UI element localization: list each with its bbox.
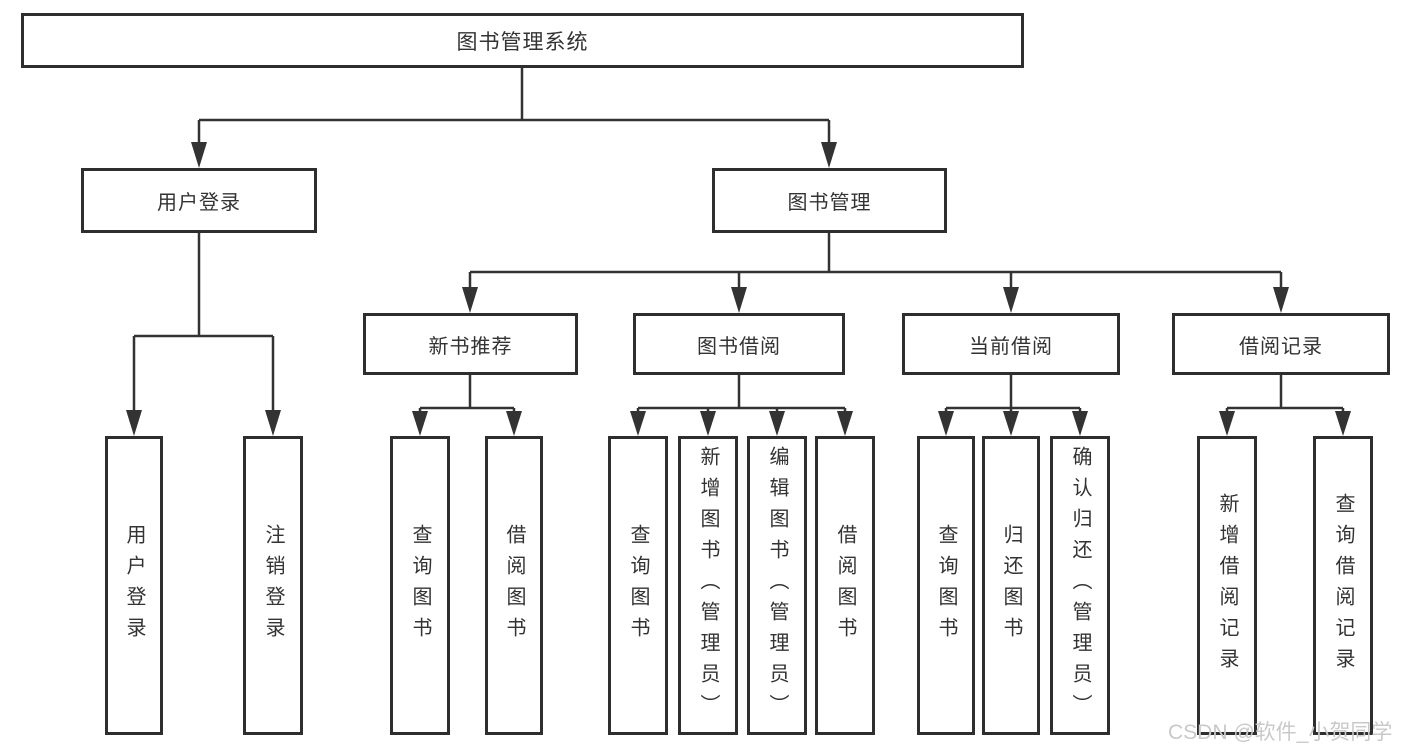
- connector-current-borrowing-branch: [938, 375, 1088, 436]
- node-new-book-recommend: 新书推荐: [363, 313, 578, 375]
- leaf-add-books-admin: 新增图书（管理员）: [678, 436, 738, 735]
- node-label: 编辑图书（管理员）: [766, 446, 788, 725]
- leaf-return-books: 归还图书: [982, 436, 1040, 735]
- node-label: 新增借阅记录: [1216, 492, 1238, 679]
- node-label: 查询图书: [409, 523, 431, 648]
- node-book-management: 图书管理: [712, 168, 947, 233]
- node-label: 新书推荐: [428, 335, 513, 358]
- node-book-borrowing: 图书借阅: [633, 313, 845, 375]
- leaf-confirm-return-admin: 确认归还（管理员）: [1050, 436, 1110, 735]
- connector-user-login-branch: [126, 232, 281, 436]
- leaf-borrow-books-borrowing: 借阅图书: [815, 436, 875, 735]
- node-label: 确认归还（管理员）: [1069, 446, 1091, 725]
- node-label: 借阅记录: [1239, 335, 1323, 358]
- node-user-login: 用户登录: [81, 168, 317, 233]
- leaf-borrow-books-recommend: 借阅图书: [485, 436, 543, 735]
- node-label: 注销登录: [262, 523, 284, 648]
- node-label: 查询借阅记录: [1332, 492, 1354, 679]
- node-borrow-records: 借阅记录: [1172, 313, 1390, 375]
- node-label: 图书借阅: [697, 335, 781, 358]
- leaf-edit-books-admin: 编辑图书（管理员）: [747, 436, 807, 735]
- leaf-user-login: 用户登录: [105, 436, 163, 735]
- leaf-query-books-recommend: 查询图书: [390, 436, 450, 735]
- node-label: 新增图书（管理员）: [697, 446, 719, 725]
- node-label: 查询图书: [935, 523, 957, 648]
- connector-new-book-recommend-branch: [412, 375, 522, 436]
- node-label: 图书管理: [787, 192, 872, 214]
- leaf-query-borrow-record: 查询借阅记录: [1313, 436, 1373, 735]
- connector-book-management-branch: [462, 232, 1289, 313]
- node-label: 用户登录: [123, 523, 145, 648]
- node-current-borrowing: 当前借阅: [902, 313, 1120, 375]
- node-label: 借阅图书: [834, 523, 856, 648]
- leaf-add-borrow-record: 新增借阅记录: [1197, 436, 1257, 735]
- leaf-query-books-current: 查询图书: [917, 436, 975, 735]
- connector-borrow-records-branch: [1219, 375, 1351, 436]
- node-label: 当前借阅: [969, 335, 1053, 358]
- leaf-logout: 注销登录: [243, 436, 303, 735]
- node-label: 归还图书: [1000, 523, 1022, 648]
- node-label: 查询图书: [627, 523, 649, 648]
- connector-root-to-level2: [191, 68, 837, 168]
- leaf-query-books-borrowing: 查询图书: [608, 436, 668, 735]
- csdn-watermark: CSDN @软件_小贺同学: [1168, 721, 1393, 744]
- node-label: 用户登录: [157, 192, 241, 214]
- node-label: 图书管理系统: [456, 30, 589, 54]
- node-label: 借阅图书: [503, 523, 525, 648]
- node-root-library-system: 图书管理系统: [21, 13, 1024, 68]
- connector-book-borrowing-branch: [630, 375, 853, 436]
